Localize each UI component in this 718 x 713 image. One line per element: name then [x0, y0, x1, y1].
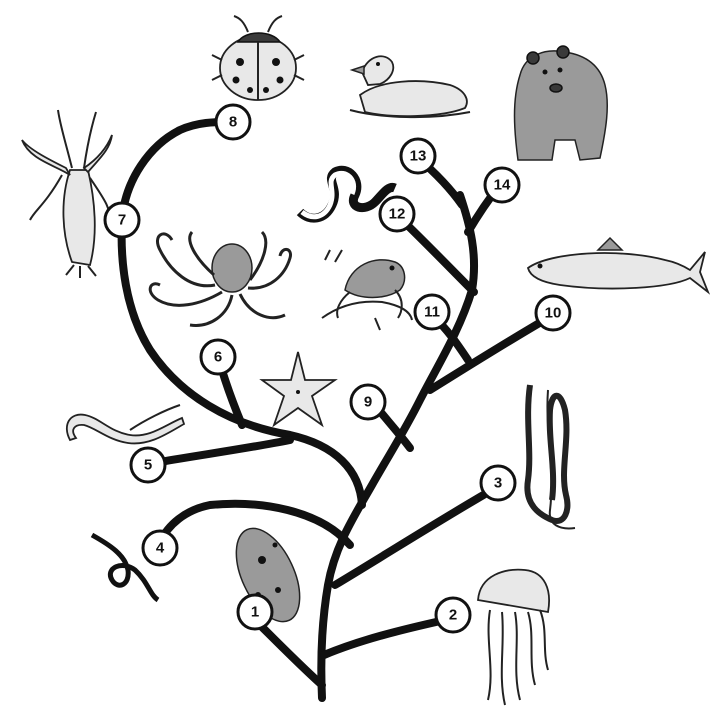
crayfish-icon — [22, 110, 112, 278]
node-11[interactable]: 11 — [415, 295, 449, 329]
node-10-label: 10 — [545, 305, 562, 322]
node-12-label: 12 — [389, 206, 406, 223]
tapeworm-icon — [527, 385, 575, 528]
node-7-label: 7 — [118, 212, 126, 229]
branch-2 — [324, 620, 445, 655]
node-13[interactable]: 13 — [401, 139, 435, 173]
node-10[interactable]: 10 — [536, 296, 570, 330]
branch-12 — [400, 218, 474, 292]
node-1[interactable]: 1 — [238, 595, 272, 629]
node-6[interactable]: 6 — [201, 340, 235, 374]
node-9-label: 9 — [364, 394, 372, 411]
duck-icon — [350, 56, 470, 117]
octopus-icon — [150, 232, 290, 325]
node-2-label: 2 — [449, 607, 457, 624]
node-4-label: 4 — [156, 540, 165, 557]
node-5-label: 5 — [144, 457, 152, 474]
node-14-label: 14 — [494, 177, 511, 194]
node-2[interactable]: 2 — [436, 598, 470, 632]
node-4[interactable]: 4 — [143, 531, 177, 565]
node-8[interactable]: 8 — [216, 105, 250, 139]
branch-5 — [160, 440, 290, 462]
node-1-label: 1 — [251, 604, 259, 621]
node-12[interactable]: 12 — [380, 197, 414, 231]
fish-icon — [528, 238, 708, 292]
node-6-label: 6 — [214, 349, 222, 366]
node-9[interactable]: 9 — [351, 385, 385, 419]
node-8-label: 8 — [229, 114, 237, 131]
jellyfish-icon — [478, 570, 549, 705]
earthworm-icon — [67, 405, 184, 443]
node-13-label: 13 — [410, 148, 427, 165]
node-14[interactable]: 14 — [485, 168, 519, 202]
ladybug-icon — [212, 16, 304, 100]
node-7[interactable]: 7 — [105, 203, 139, 237]
node-5[interactable]: 5 — [131, 448, 165, 482]
bear-icon — [515, 46, 608, 160]
node-3-label: 3 — [494, 475, 502, 492]
node-11-label: 11 — [424, 304, 440, 321]
starfish-icon — [262, 352, 335, 425]
animal-drawings — [22, 16, 708, 705]
branch-1 — [260, 625, 322, 685]
node-3[interactable]: 3 — [481, 466, 515, 500]
frog-icon — [322, 250, 412, 330]
